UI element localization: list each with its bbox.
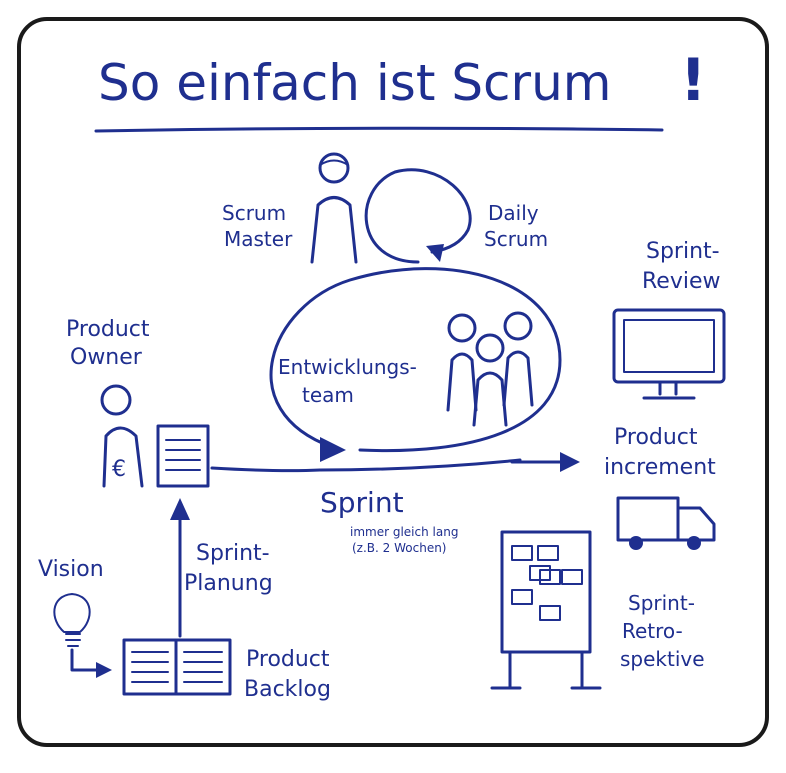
sprint-cycle-loop xyxy=(269,267,562,462)
vision-arrow xyxy=(70,648,112,678)
sprint-retro-label: Sprint- Retro- spektive xyxy=(620,591,705,671)
product-increment-label: Product increment xyxy=(604,425,716,480)
title-exclamation: ! xyxy=(680,46,706,114)
title-underline xyxy=(94,126,664,133)
truck-icon xyxy=(616,496,716,550)
diagram-frame xyxy=(17,17,769,747)
open-book-icon xyxy=(122,638,232,696)
vision-label: Vision xyxy=(38,557,104,582)
monitor-icon xyxy=(612,308,726,400)
sprint-flow-line xyxy=(210,458,522,473)
scrum-master-label: Scrum Master xyxy=(222,201,293,251)
dev-team-label: Entwicklungs- team xyxy=(278,355,423,407)
sprint-planning-arrow xyxy=(170,498,190,638)
sprint-label: Sprint xyxy=(320,486,404,519)
document-icon xyxy=(156,424,210,488)
page-title: So einfach ist Scrum xyxy=(98,54,612,112)
product-owner-label: Product Owner xyxy=(66,317,157,370)
product-owner-figure xyxy=(100,384,144,488)
scrum-master-figure xyxy=(310,152,358,264)
sprint-planning-label: Sprint- Planung xyxy=(184,541,277,596)
product-backlog-label: Product Backlog xyxy=(244,647,337,702)
lightbulb-icon xyxy=(53,593,91,647)
team-figures xyxy=(446,311,534,427)
daily-scrum-label: Daily Scrum xyxy=(484,201,548,251)
taskboard-icon xyxy=(490,530,602,690)
daily-scrum-loop xyxy=(364,168,472,264)
sprint-review-label: Sprint- Review xyxy=(642,239,727,294)
increment-arrow xyxy=(510,452,580,472)
euro-icon: € xyxy=(112,457,126,482)
sprint-note: immer gleich lang (z.B. 2 Wochen) xyxy=(350,525,462,555)
